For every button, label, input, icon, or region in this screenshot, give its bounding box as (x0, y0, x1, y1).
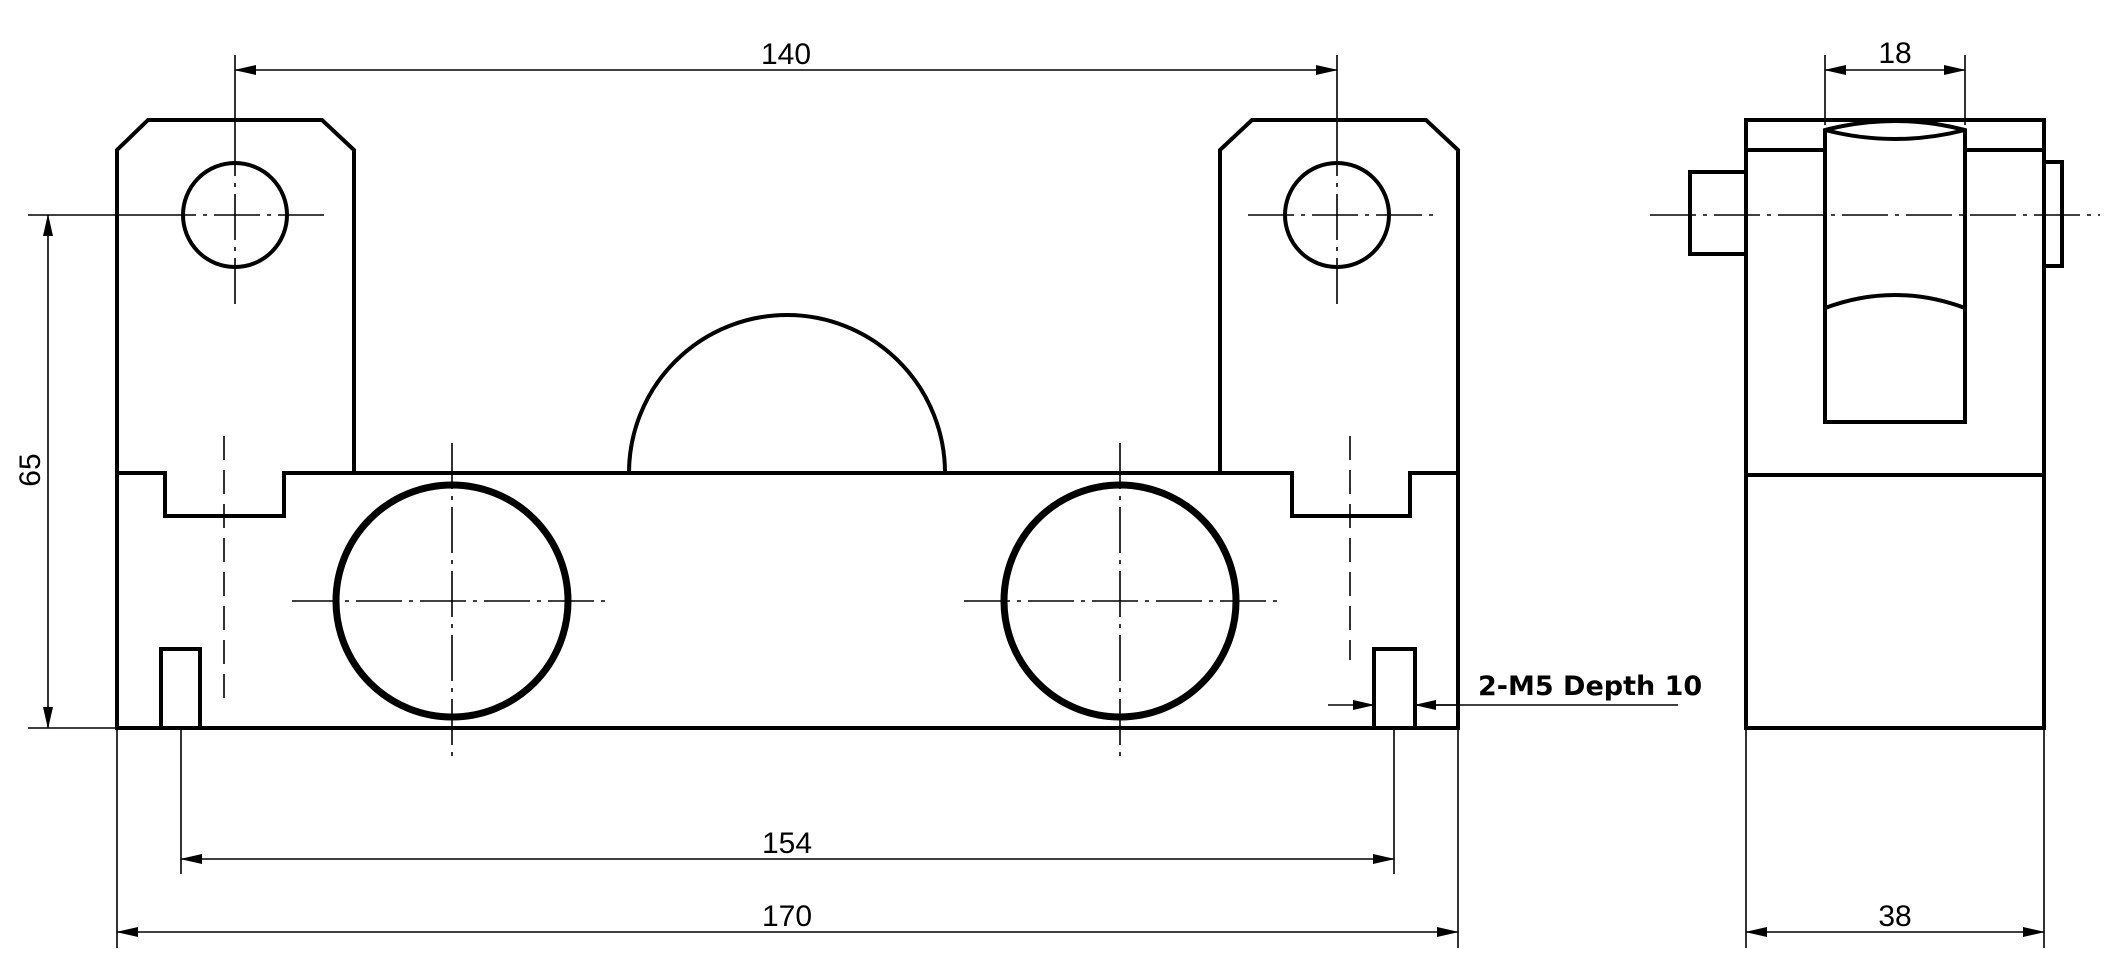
dim-140-label: 140 (761, 38, 811, 71)
tapped-hole-callout: 2-M5 Depth 10 (1478, 671, 1702, 702)
side-wheel-groove-top (1824, 128, 1966, 141)
wheel-profile (627, 313, 947, 474)
dimensions: 140 65 154 170 18 38 2-M5 Depth 10 (14, 36, 2045, 948)
dim-170-label: 170 (762, 900, 812, 933)
side-pin-right (2044, 160, 2064, 268)
side-pin-left (1688, 170, 1746, 256)
right-lug-outline (1218, 118, 1460, 473)
left-tapped-hole (159, 647, 202, 728)
front-view (115, 118, 1460, 760)
dim-38-label: 38 (1878, 900, 1911, 933)
side-wheel (1823, 119, 1967, 424)
dim-140-label-bg (756, 36, 816, 66)
side-base-block (1744, 473, 2046, 730)
right-tapped-hole (1372, 647, 1417, 728)
dim-65-label: 65 (14, 453, 47, 486)
side-wheel-groove-bottom (1824, 293, 1966, 310)
dim-154-label: 154 (762, 827, 812, 860)
dim-18-label: 18 (1878, 37, 1911, 70)
side-view (1650, 118, 2100, 730)
